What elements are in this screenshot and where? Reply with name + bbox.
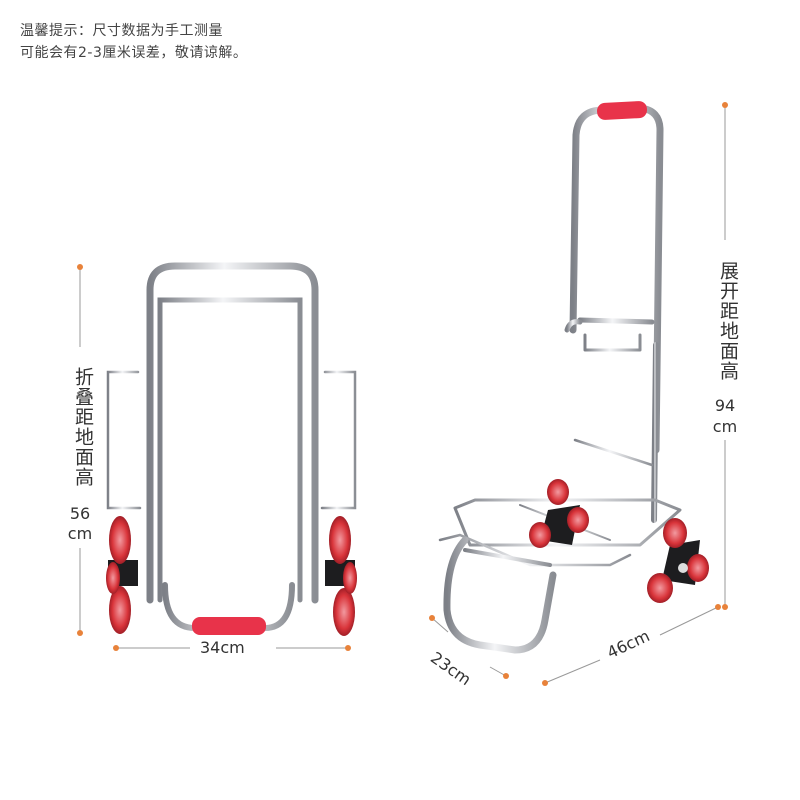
unfolded-wheels-back: [529, 479, 589, 548]
unfolded-height-label: 展开距地面高: [717, 261, 739, 381]
dimension-lines: [79, 106, 726, 684]
length-line-right: [659, 606, 719, 636]
folded-wheels-left: [106, 516, 138, 634]
depth-line-top: [431, 617, 449, 633]
unfolded-height-value: 94: [714, 396, 736, 415]
folded-handle-grip: [192, 617, 266, 635]
length-line-left: [544, 659, 601, 684]
unfolded-handle-grip: [597, 101, 648, 120]
note-line-1: 温馨提示：尺寸数据为手工测量: [20, 23, 223, 39]
unfolded-wheels-front: [647, 518, 709, 603]
folded-height-unit: cm: [67, 524, 93, 543]
folded-trolley: [106, 262, 357, 631]
folded-height-value: 56: [69, 504, 91, 523]
depth-line-bottom: [489, 666, 507, 677]
unfolded-trolley: [438, 104, 682, 654]
note-line-2: 可能会有2-3厘米误差，敬请谅解。: [20, 45, 248, 61]
folded-wheels-right: [325, 516, 357, 636]
unfolded-height-unit: cm: [712, 417, 738, 436]
folded-height-label: 折叠距地面高: [72, 367, 94, 487]
dimension-dots: [77, 102, 728, 686]
folded-width-label: 34cm: [200, 638, 245, 657]
